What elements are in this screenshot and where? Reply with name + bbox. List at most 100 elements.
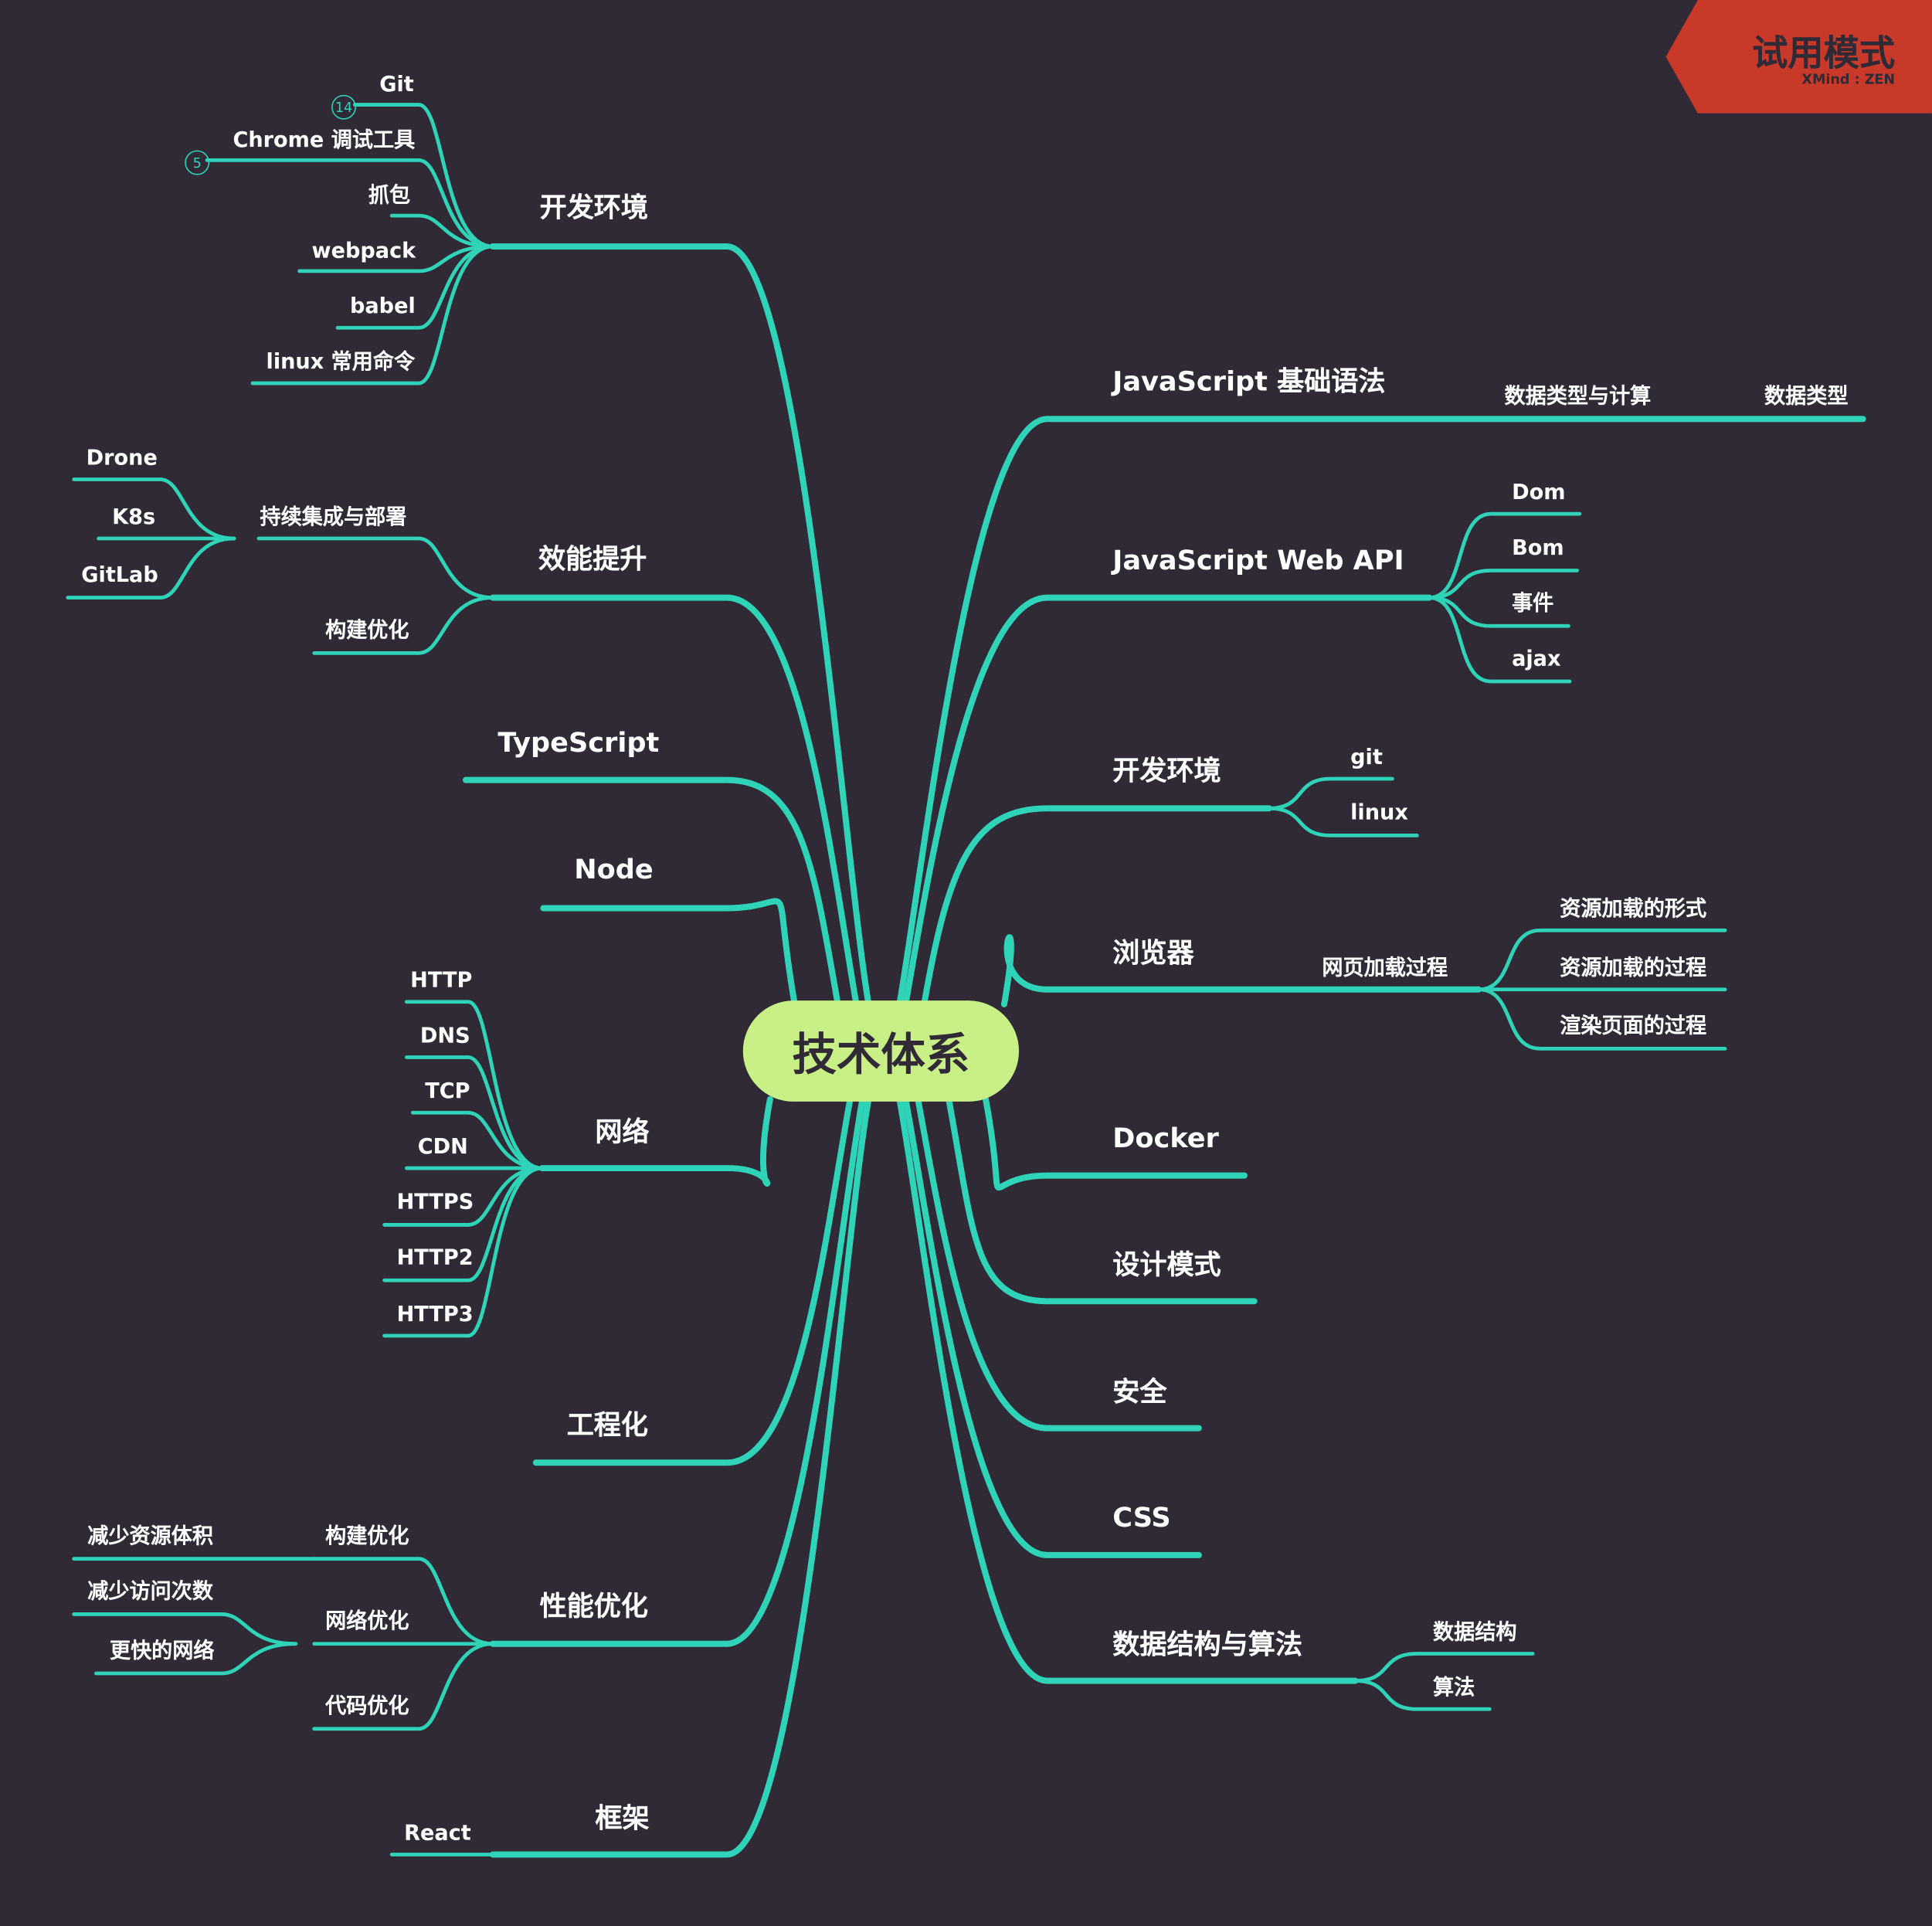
sub-reduce-requests <box>72 1612 298 1646</box>
subtopic-resource-form[interactable]: 资源加载的形式 <box>1560 897 1707 922</box>
subtopic-chrome-devtools[interactable]: Chrome 调试工具 <box>233 127 416 153</box>
subtopic-https[interactable]: HTTPS <box>396 1190 474 1215</box>
subtopic-data-types[interactable]: 数据类型 <box>1764 384 1849 409</box>
subtopic-git-right[interactable]: git <box>1350 745 1383 770</box>
topic-security[interactable]: 安全 <box>1112 1377 1167 1409</box>
subtopic-ajax[interactable]: ajax <box>1512 647 1561 672</box>
sub-dsa-0 <box>1353 1652 1535 1683</box>
count-badge-14[interactable]: 14 <box>331 94 356 120</box>
subtopic-packet-capture[interactable]: 抓包 <box>368 183 411 209</box>
subtopic-linux-commands[interactable]: linux 常用命令 <box>266 349 416 375</box>
branch-dev-env-right <box>921 805 1272 1007</box>
sub-dev-env-2 <box>389 213 495 249</box>
subtopic-linux-right[interactable]: linux <box>1350 800 1408 826</box>
subtopic-http[interactable]: HTTP <box>410 968 473 994</box>
sub-dev-env-5 <box>250 244 495 386</box>
sub-perf-build <box>312 1557 495 1646</box>
subtopic-perf-network[interactable]: 网络优化 <box>325 1609 409 1634</box>
subtopic-dom[interactable]: Dom <box>1512 481 1566 505</box>
topic-design-patterns[interactable]: 设计模式 <box>1112 1250 1221 1282</box>
branch-efficiency <box>490 594 860 1007</box>
trial-mode-title: 试用模式 <box>1752 32 1896 74</box>
subtopic-perf-build[interactable]: 构建优化 <box>325 1524 409 1549</box>
subtopic-drone[interactable]: Drone <box>86 446 158 471</box>
subtopic-reduce-size[interactable]: 减少资源体积 <box>87 1524 213 1549</box>
sub-build <box>312 596 495 655</box>
topic-dsa[interactable]: 数据结构与算法 <box>1112 1630 1302 1662</box>
topic-performance[interactable]: 性能优化 <box>539 1591 648 1623</box>
subtopic-http2[interactable]: HTTP2 <box>396 1245 474 1271</box>
sub-net-0 <box>404 1000 545 1170</box>
sub-dev-env-4 <box>335 244 495 330</box>
root-topic[interactable]: 技术体系 <box>742 1000 1020 1102</box>
count-badge-5[interactable]: 5 <box>185 150 210 175</box>
sub-net-1 <box>404 1055 545 1170</box>
subtopic-types-calc[interactable]: 数据类型与计算 <box>1504 384 1652 409</box>
branch-web-api <box>902 594 1433 1007</box>
subtopic-resource-process[interactable]: 资源加载的过程 <box>1560 956 1707 981</box>
branch-node <box>540 898 798 1007</box>
topic-engineering[interactable]: 工程化 <box>566 1411 648 1442</box>
trial-mode-badge[interactable]: 试用模式 XMind : ZEN <box>1665 0 1932 114</box>
subtopic-render-process[interactable]: 渲染页面的过程 <box>1560 1014 1707 1039</box>
topic-browser[interactable]: 浏览器 <box>1112 939 1194 970</box>
sub-dsa-1 <box>1353 1679 1492 1711</box>
topic-css[interactable]: CSS <box>1112 1503 1171 1534</box>
subtopic-build-optimization[interactable]: 构建优化 <box>325 618 409 644</box>
branch-security <box>915 1095 1202 1432</box>
sub-ci-2 <box>66 536 236 600</box>
subtopic-cdn[interactable]: CDN <box>417 1134 468 1160</box>
subtopic-webpack[interactable]: webpack <box>311 239 416 264</box>
branch-framework <box>490 1095 872 1858</box>
subtopic-k8s[interactable]: K8s <box>112 504 156 530</box>
sub-net-2 <box>410 1110 545 1170</box>
sub-dev-env-1 <box>205 158 495 249</box>
subtopic-http3[interactable]: HTTP3 <box>396 1302 474 1327</box>
trial-ribbon-shape <box>1665 0 1932 114</box>
subtopic-code-optimization[interactable]: 代码优化 <box>325 1694 409 1720</box>
topic-typescript[interactable]: TypeScript <box>497 728 660 759</box>
branch-engineering <box>532 1095 854 1466</box>
topic-efficiency[interactable]: 效能提升 <box>538 544 647 576</box>
branch-typescript <box>462 776 841 1007</box>
subtopic-page-loading[interactable]: 网页加载过程 <box>1322 956 1448 981</box>
topic-dev-env-left[interactable]: 开发环境 <box>539 193 648 225</box>
topic-web-api[interactable]: JavaScript Web API <box>1112 545 1404 577</box>
topic-dev-env-right[interactable]: 开发环境 <box>1112 756 1221 788</box>
subtopic-ci-cd[interactable]: 持续集成与部署 <box>260 504 407 530</box>
branch-js-basic <box>896 416 1866 1007</box>
subtopic-algorithms[interactable]: 算法 <box>1432 1676 1475 1701</box>
sub-faster-network <box>94 1642 298 1676</box>
subtopic-git[interactable]: Git <box>379 73 414 98</box>
xmind-zen-brand: XMind : ZEN <box>1801 71 1896 88</box>
branch-docker <box>983 1095 1248 1191</box>
branch-design <box>946 1095 1258 1305</box>
subtopic-tcp[interactable]: TCP <box>425 1079 470 1105</box>
branch-dev-env-left <box>490 243 872 1007</box>
sub-ci-0 <box>72 477 236 541</box>
topic-node[interactable]: Node <box>574 854 654 886</box>
sub-dev-env-3 <box>297 244 495 273</box>
branch-browser <box>1000 934 1482 1007</box>
topic-docker[interactable]: Docker <box>1112 1123 1219 1155</box>
subtopic-events[interactable]: 事件 <box>1512 591 1554 617</box>
subtopic-babel[interactable]: babel <box>349 294 416 320</box>
subtopic-react[interactable]: React <box>404 1821 471 1846</box>
sub-ci <box>256 536 495 600</box>
topic-framework[interactable]: 框架 <box>595 1804 650 1835</box>
sub-net-4 <box>382 1166 545 1227</box>
sub-perf-code <box>312 1642 495 1731</box>
topic-js-basic[interactable]: JavaScript 基础语法 <box>1112 367 1386 399</box>
subtopic-bom[interactable]: Bom <box>1512 535 1564 561</box>
branch-network <box>538 1095 773 1187</box>
subtopic-data-structures[interactable]: 数据结构 <box>1432 1620 1517 1646</box>
sub-dev-env-r-0 <box>1267 776 1394 810</box>
sub-net-5 <box>382 1166 545 1282</box>
sub-dev-env-r-1 <box>1267 806 1419 837</box>
subtopic-faster-network[interactable]: 更快的网络 <box>109 1639 215 1664</box>
subtopic-gitlab[interactable]: GitLab <box>81 562 158 588</box>
topic-network[interactable]: 网络 <box>595 1117 650 1149</box>
subtopic-reduce-requests[interactable]: 减少访问次数 <box>87 1579 213 1605</box>
subtopic-dns[interactable]: DNS <box>419 1024 470 1049</box>
